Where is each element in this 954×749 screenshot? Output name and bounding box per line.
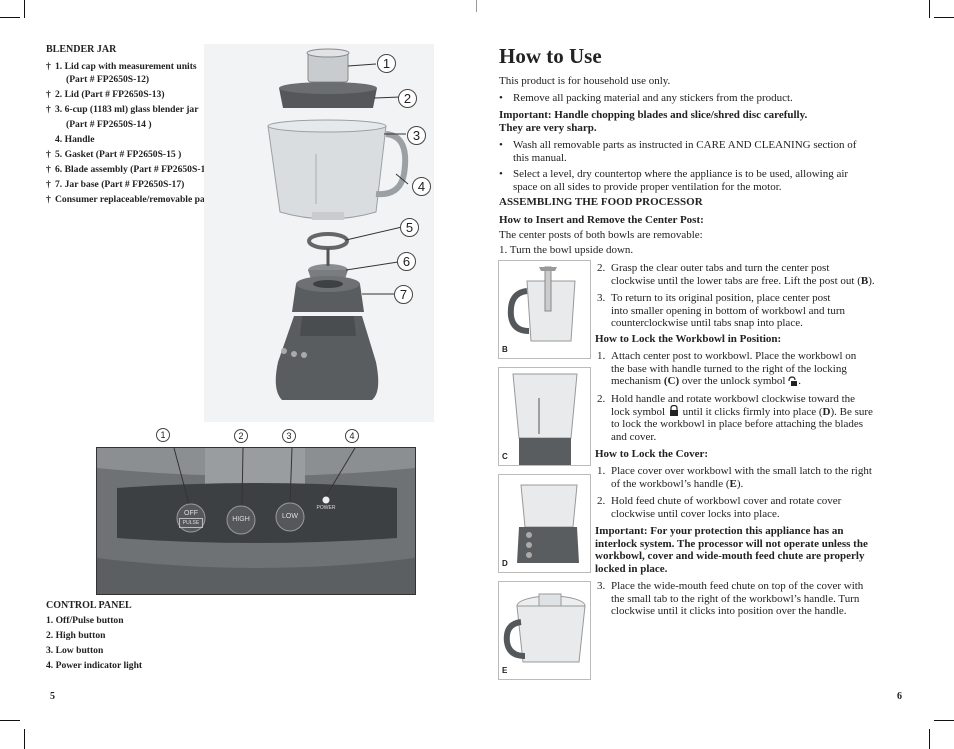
- parts-list: †1. Lid cap with measurement units (Part…: [46, 60, 246, 206]
- step-text: 1. Turn the bowl upside down.: [499, 244, 634, 256]
- parts-list-item-sub: (Part # FP2650S-14 ): [66, 119, 152, 130]
- intro-text: This product is for household use only.: [499, 75, 671, 87]
- parts-list-item: †6. Blade assembly (Part # FP2650S-16): [46, 164, 214, 175]
- parts-list-item: †5. Gasket (Part # FP2650S-15 ): [46, 149, 182, 160]
- parts-list-item: †1. Lid cap with measurement units: [46, 61, 197, 72]
- crop-mark: [934, 720, 954, 721]
- section-heading: ASSEMBLING THE FOOD PROCESSOR: [499, 196, 703, 208]
- parts-list-item: †7. Jar base (Part # FP2650S-17): [46, 179, 185, 190]
- low-button[interactable]: LOW: [282, 513, 298, 520]
- parts-list-item: †2. Lid (Part # FP2650S-13): [46, 89, 165, 100]
- unlock-icon: [788, 376, 798, 386]
- control-list-item: 4. Power indicator light: [46, 660, 143, 671]
- crop-mark: [24, 729, 25, 749]
- illustration-label: D: [502, 559, 508, 568]
- lock-icon: [668, 404, 680, 416]
- illustration-d: D: [498, 474, 591, 573]
- center-mark: [476, 0, 477, 12]
- parts-list-note: †Consumer replaceable/removable parts: [46, 194, 216, 205]
- page-title: How to Use: [499, 44, 602, 68]
- illustration-c: C: [498, 367, 591, 466]
- parts-list-item: †3. 6-cup (1183 ml) glass blender jar: [46, 104, 199, 115]
- crop-mark: [0, 720, 20, 721]
- crop-mark: [929, 0, 930, 18]
- page-number-right: 6: [897, 691, 902, 702]
- high-button[interactable]: HIGH: [232, 516, 250, 523]
- control-list-item: 1. Off/Pulse button: [46, 615, 124, 626]
- subheading: How to Insert and Remove the Center Post…: [499, 214, 704, 226]
- pulse-label: PULSE: [179, 518, 203, 528]
- control-list-item: 3. Low button: [46, 645, 104, 656]
- power-indicator-label: POWER: [316, 505, 336, 511]
- off-label: OFF: [184, 510, 198, 517]
- illustration-label: C: [502, 452, 508, 461]
- crop-mark: [929, 729, 930, 749]
- callout-5: 5: [400, 218, 419, 237]
- parts-list-item-sub: (Part # FP2650S-12): [66, 74, 150, 85]
- panel-callout-4: 4: [345, 429, 359, 443]
- crop-mark: [0, 17, 20, 18]
- control-panel-closeup: OFF PULSE HIGH LOW POWER: [96, 447, 416, 595]
- callout-3: 3: [407, 126, 426, 145]
- control-list-item: 2. High button: [46, 630, 106, 641]
- callout-2: 2: [398, 89, 417, 108]
- panel-callout-1: 1: [156, 428, 170, 442]
- parts-list-item: 4. Handle: [55, 134, 95, 145]
- illustration-b: B: [498, 260, 591, 359]
- control-list: 1. Off/Pulse button 2. High button 3. Lo…: [46, 614, 142, 672]
- callout-6: 6: [397, 252, 416, 271]
- control-panel-heading: CONTROL PANEL: [46, 600, 132, 611]
- illustration-label: E: [502, 666, 508, 675]
- callout-1: 1: [377, 54, 396, 73]
- blender-exploded-illustration: 1 2 3 4 5 6 7: [204, 44, 434, 422]
- crop-mark: [934, 17, 954, 18]
- subheading: How to Lock the Workbowl in Position:: [595, 333, 782, 345]
- parts-heading: BLENDER JAR: [46, 44, 117, 55]
- important-note: Important: Handle chopping blades and sl…: [499, 109, 808, 134]
- callout-4: 4: [412, 177, 431, 196]
- illustration-label: B: [502, 345, 508, 354]
- subheading: How to Lock the Cover:: [595, 448, 709, 460]
- panel-callout-2: 2: [234, 429, 248, 443]
- important-note: Important: For your protection this appl…: [595, 525, 868, 575]
- body-text: The center posts of both bowls are remov…: [499, 229, 703, 241]
- off-pulse-button[interactable]: OFF PULSE: [179, 510, 203, 528]
- callout-7: 7: [394, 285, 413, 304]
- crop-mark: [24, 0, 25, 18]
- page-number-left: 5: [50, 691, 55, 702]
- panel-callout-3: 3: [282, 429, 296, 443]
- illustration-e: E: [498, 581, 591, 680]
